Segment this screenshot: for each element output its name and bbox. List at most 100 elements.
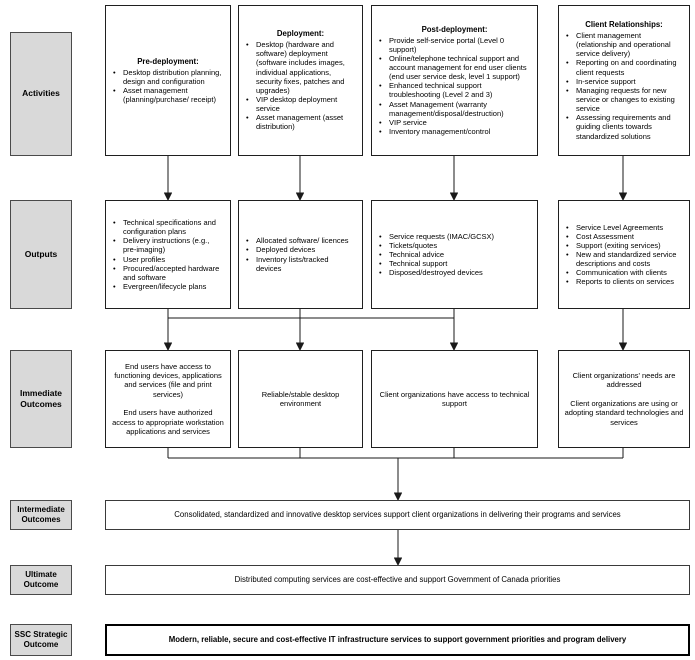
bullet-glyph: • [379, 268, 382, 278]
bullet-item: •VIP desktop deployment service [244, 95, 357, 113]
bullet-glyph: • [379, 259, 382, 269]
bullet-item: • Asset management (asset distribution) [244, 113, 357, 131]
activities-box-pre-deployment: Pre-deployment: •Desktop distribution pl… [105, 5, 231, 156]
bullet-text: Online/telephone technical support and a… [389, 53, 527, 82]
bullet-item: • Technical advice [377, 250, 532, 259]
outcome-text: Distributed computing services are cost-… [234, 575, 561, 585]
bullet-glyph: • [379, 99, 382, 109]
bullet-item: • Disposed/destroyed devices [377, 268, 532, 277]
bullet-text: Inventory management/control [389, 127, 491, 136]
immediate-outcome-box-2: Reliable/stable desktop environment [238, 350, 363, 448]
bullet-text: Disposed/destroyed devices [389, 268, 483, 278]
box-title: Pre-deployment: [137, 56, 199, 66]
bullet-item: •Desktop (hardware and software) deploym… [244, 40, 357, 95]
bullet-glyph: • [566, 31, 569, 41]
activities-box-client-relationships: Client Relationships: • Client management… [558, 5, 690, 156]
bullet-item: •Desktop distribution planning, design a… [111, 68, 225, 86]
bullet-glyph: • [379, 127, 382, 136]
bullet-item: •Managing requests for new service or ch… [564, 86, 684, 113]
bullet-glyph: • [566, 231, 569, 241]
row-label-activities: Activities [10, 32, 72, 156]
bullet-item: • Inventory management/control [377, 127, 532, 136]
paragraph-list: Client organizations have access to tech… [377, 390, 532, 409]
bullet-item: •Technical support [377, 259, 532, 268]
immediate-outcome-box-3: Client organizations have access to tech… [371, 350, 538, 448]
bullet-item: •Enhanced technical support troubleshoot… [377, 81, 532, 99]
bullet-glyph: • [566, 76, 569, 86]
bullet-item: • Reports to clients on services [564, 277, 684, 286]
bullet-text: Technical specifications and configurati… [123, 217, 216, 237]
outcome-text: Client organizations are using or adopti… [564, 398, 684, 427]
row-label-ssc-strategic-outcome: SSC Strategic Outcome [10, 624, 72, 656]
activities-box-post-deployment: Post-deployment: •Provide self-service p… [371, 5, 538, 156]
bullet-text: Asset management (asset distribution) [256, 113, 344, 132]
bullet-item: •Tickets/quotes [377, 241, 532, 250]
bullet-item: •Service requests (IMAC/GCSX) [377, 232, 532, 241]
bullet-text: Desktop distribution planning, design an… [123, 67, 222, 86]
ultimate-outcome-box: Distributed computing services are cost-… [105, 565, 690, 595]
bullet-glyph: • [246, 113, 249, 123]
bullet-text: Evergreen/lifecycle plans [123, 281, 207, 291]
bullet-item: •Cost Assessment [564, 232, 684, 241]
bullet-item: •Procured/accepted hardware and software [111, 264, 225, 282]
bullet-text: Desktop (hardware and software) deployme… [256, 40, 345, 95]
activities-box-deployment: Deployment: •Desktop (hardware and softw… [238, 5, 363, 156]
outcome-text: End users have access to functioning dev… [114, 361, 222, 399]
bullet-text: Support (exiting services) [576, 240, 661, 250]
bullet-glyph: • [566, 277, 569, 287]
immediate-outcome-box-4: Client organizations' needs are addresse… [558, 350, 690, 448]
intermediate-outcome-box: Consolidated, standardized and innovativ… [105, 500, 690, 530]
bullet-text: Client management (relationship and oper… [576, 31, 671, 59]
bullet-text: Asset Management (warranty management/di… [389, 99, 504, 118]
row-label-ultimate-outcome: Ultimate Outcome [10, 565, 72, 595]
row-label-text: Ultimate Outcome [23, 569, 59, 589]
bullet-text: Delivery instructions (e.g., pre-imaging… [123, 236, 210, 255]
bullet-text: Procured/accepted hardware and software [123, 263, 220, 282]
row-label-text: SSC Strategic Outcome [14, 629, 68, 649]
bullet-item: •Deployed devices [244, 245, 357, 254]
box-title: Client Relationships: [585, 20, 663, 30]
outputs-box-1: • Technical specifications and configurat… [105, 200, 231, 309]
row-label-text: Immediate Outcomes [19, 387, 63, 409]
bullet-item: •Provide self-service portal (Level 0 su… [377, 36, 532, 54]
row-label-text: Intermediate Outcomes [17, 504, 65, 524]
bullet-text: Reports to clients on services [576, 277, 674, 287]
outcome-text: End users have authorized access to appr… [112, 408, 224, 436]
paragraph-list: End users have access to functioning dev… [111, 362, 225, 437]
bullet-text: Deployed devices [256, 245, 316, 255]
outcome-text: Consolidated, standardized and innovativ… [174, 510, 621, 520]
bullet-item: •In-service support [564, 77, 684, 86]
bullet-text: Asset management (planning/purchase/ rec… [123, 85, 216, 104]
bullet-glyph: • [379, 249, 382, 259]
bullet-item: •Assessing requirements and guiding clie… [564, 113, 684, 140]
bullet-item: •Online/telephone technical support and … [377, 54, 532, 81]
bullet-item: •Technical specifications and configurat… [111, 218, 225, 236]
bullet-glyph: • [379, 117, 382, 127]
bullet-text: VIP service [389, 117, 427, 127]
bullet-item: •Allocated software/ licences [244, 236, 357, 245]
bullet-item: •Evergreen/lifecycle plans [111, 282, 225, 291]
outcome-text: Client organizations' needs are addresse… [572, 371, 676, 390]
row-label-text: Activities [22, 88, 60, 99]
bullet-item: • User profiles [111, 255, 225, 264]
bullet-text: New and standardized service description… [576, 249, 677, 269]
bullet-glyph: • [113, 85, 116, 95]
bullet-text: Technical advice [389, 249, 445, 259]
bullet-item: • Asset Management (warranty management/d… [377, 100, 532, 118]
bullet-glyph: • [246, 236, 249, 246]
bullet-list: •Provide self-service portal (Level 0 su… [377, 36, 532, 137]
bullet-glyph: • [566, 240, 569, 250]
bullet-list: •Allocated software/ licences•Deployed d… [244, 236, 357, 273]
bullet-glyph: • [566, 268, 569, 278]
bullet-text: User profiles [123, 254, 166, 264]
bullet-item: •Reporting on and coordinating client re… [564, 58, 684, 76]
bullet-glyph: • [566, 222, 569, 232]
paragraph-list: Reliable/stable desktop environment [244, 390, 357, 409]
bullet-glyph: • [113, 254, 116, 264]
bullet-glyph: • [113, 236, 116, 246]
bullet-glyph: • [246, 95, 249, 104]
bullet-text: Tickets/quotes [389, 240, 438, 250]
bullet-item: • Support (exiting services) [564, 241, 684, 250]
bullet-text: Communication with clients [576, 268, 667, 278]
